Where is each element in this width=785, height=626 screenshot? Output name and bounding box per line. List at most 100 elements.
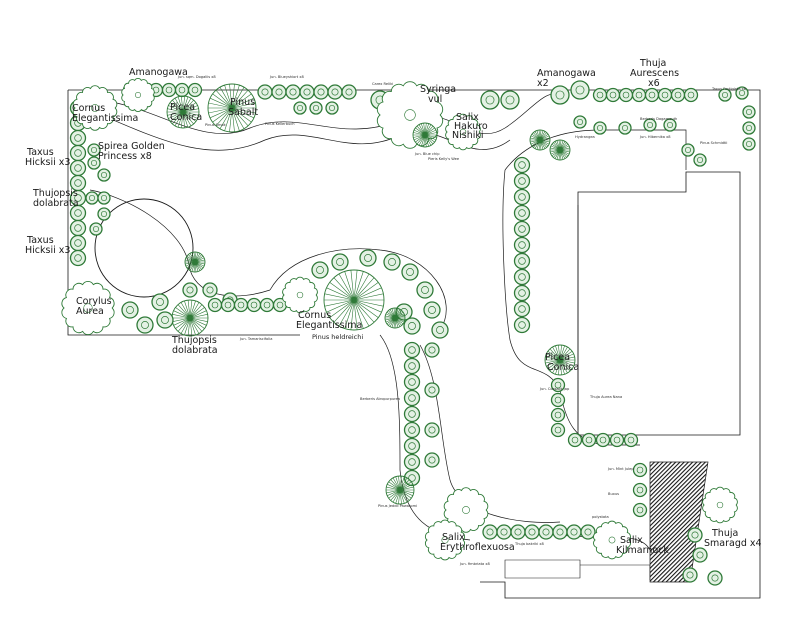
plant-top-a-4-core bbox=[178, 86, 186, 94]
bed-edge-0 bbox=[89, 93, 561, 134]
plant-left-hedge-3-core bbox=[74, 149, 82, 157]
plant-centre-arc-4-crown bbox=[401, 263, 419, 281]
plant-spirea-0 bbox=[87, 143, 101, 157]
plant-mid-column-b-1 bbox=[424, 382, 440, 398]
plant-topright-0 bbox=[718, 88, 732, 102]
plant-mid-column-b-0-crown bbox=[424, 342, 440, 358]
plant-left-bottom-0-core bbox=[156, 298, 164, 306]
bed-edge-5 bbox=[419, 344, 561, 523]
plant-left-hedge-5-core bbox=[74, 179, 82, 187]
plant-tag-6: Pieris Kelly's Wee bbox=[428, 157, 460, 161]
plant-left-bottom-b-0 bbox=[182, 282, 198, 298]
plant-right-bottom-0-crown bbox=[567, 432, 583, 448]
plant-mid-column-3-crown bbox=[403, 389, 421, 407]
plant-mid-column-6 bbox=[403, 437, 421, 455]
plant-grass-6-needles bbox=[386, 476, 414, 504]
plant-amanogawa-right-0 bbox=[480, 90, 500, 110]
plant-topright-2 bbox=[742, 105, 756, 119]
plant-right-column-1 bbox=[513, 172, 531, 190]
plant-salix-1-outline bbox=[445, 113, 481, 151]
plant-bottom-row-5-core bbox=[276, 301, 284, 309]
plant-near-hatch-2 bbox=[632, 502, 648, 518]
plant-grass-4-needles bbox=[185, 252, 205, 272]
plant-right-column-10-crown bbox=[513, 316, 531, 334]
plant-spirea-4 bbox=[97, 191, 111, 205]
plant-tag-0: Jun. sqm. Dogaliis x8 bbox=[177, 75, 216, 79]
plant-bottom-row-4-crown bbox=[259, 297, 275, 313]
label-pinus-heldreichi: Pinus heldreichi bbox=[312, 333, 363, 341]
plant-mid-column-5-core bbox=[408, 426, 416, 434]
plant-picea-2 bbox=[544, 344, 576, 376]
plant-amanogawa bbox=[121, 78, 155, 112]
plant-left-hedge-10-crown bbox=[69, 249, 87, 267]
plant-cornus-1 bbox=[72, 85, 118, 131]
plant-thujopsis-2-needles bbox=[172, 300, 208, 336]
plant-top-b-6-core bbox=[345, 88, 353, 96]
plant-picea-1 bbox=[166, 95, 200, 129]
plant-spirea-4-core bbox=[100, 194, 108, 202]
hatched-paving bbox=[649, 461, 709, 583]
plant-grass-2-rim bbox=[529, 129, 551, 151]
plant-thuja-aurescens-2-core bbox=[622, 91, 630, 99]
plant-centre-arc-1-crown bbox=[331, 253, 349, 271]
plant-amanogawa-right-0-crown bbox=[480, 90, 500, 110]
plant-bottom-bed-1 bbox=[496, 524, 512, 540]
plant-mid-column-b-3-crown bbox=[424, 452, 440, 468]
plant-top-a-5-core bbox=[191, 86, 199, 94]
plant-grass-1-needles bbox=[413, 123, 437, 147]
plant-centre-arc-9 bbox=[403, 317, 421, 335]
plot-boundary bbox=[68, 89, 761, 599]
plant-centre-arc-9-crown bbox=[403, 317, 421, 335]
plant-right-column-8-core bbox=[518, 289, 526, 297]
plant-pinus-sabalt bbox=[207, 83, 257, 133]
plant-topright-6 bbox=[693, 153, 707, 167]
plant-centre-arc-2-crown bbox=[359, 249, 377, 267]
plant-grass-3-rim bbox=[549, 139, 571, 161]
plant-top-b-0 bbox=[257, 84, 273, 100]
plant-bottom-row-1-crown bbox=[220, 297, 236, 313]
plant-topright-2-crown bbox=[742, 105, 756, 119]
plant-corylus-center bbox=[83, 303, 93, 313]
plant-bottom-row-3-core bbox=[250, 301, 258, 309]
plant-tag-14: Berberis Atropurpurea bbox=[360, 397, 400, 401]
plant-right-column-9-crown bbox=[513, 300, 531, 318]
plant-left-hedge-9 bbox=[69, 234, 87, 252]
plant-left-hedge-7-core bbox=[74, 209, 82, 217]
plant-centre-arc-7-crown bbox=[431, 321, 449, 339]
plant-left-hedge-8-crown bbox=[69, 219, 87, 237]
plant-tag-5: Jun. Blue chip bbox=[414, 152, 440, 156]
plant-salix-2-center bbox=[441, 536, 449, 544]
plant-tag-2: Pinus Smok bbox=[205, 123, 227, 127]
plant-amanogawa-right-1-core bbox=[505, 95, 515, 105]
plant-grass-2 bbox=[529, 129, 551, 151]
plant-amanogawa-right-3-crown bbox=[570, 80, 590, 100]
plant-bottom-row-3-crown bbox=[246, 297, 262, 313]
plant-topright-1-core bbox=[738, 89, 746, 97]
plant-left-hedge-3 bbox=[69, 144, 87, 162]
plant-topright-5-core bbox=[684, 146, 692, 154]
plant-left-bottom-b-1 bbox=[202, 282, 218, 298]
plant-right-column-9 bbox=[513, 300, 531, 318]
plant-left-hedge-2 bbox=[69, 129, 87, 147]
plant-mid-column-6-core bbox=[408, 442, 416, 450]
plant-thuja-aurescens-7-crown bbox=[683, 87, 699, 103]
plant-centre-arc-0-core bbox=[316, 266, 324, 274]
plant-left-bottom-0 bbox=[151, 293, 169, 311]
plant-thuja-aurescens-7 bbox=[683, 87, 699, 103]
plant-grass-2-needles bbox=[530, 130, 550, 150]
plant-right-bottom-2 bbox=[595, 432, 611, 448]
plant-cornus-2-center bbox=[296, 291, 304, 299]
plant-right-bottom-2-core bbox=[599, 436, 607, 444]
plant-mid-column-b-3-core bbox=[428, 456, 436, 464]
plant-thuja-aurescens-1-core bbox=[609, 91, 617, 99]
plant-left-bottom-2-crown bbox=[136, 316, 154, 334]
plant-centre-arc-6 bbox=[423, 301, 441, 319]
plant-mid-column-0-core bbox=[408, 346, 416, 354]
plant-centre-arc-3-crown bbox=[383, 253, 401, 271]
plant-bottom-bed-5 bbox=[552, 524, 568, 540]
label-cornus-2b: Elegantissima bbox=[296, 320, 362, 331]
plant-amanogawa-center bbox=[135, 92, 142, 99]
plant-bottom-bed-6-crown bbox=[566, 524, 582, 540]
plant-right-top-row-3-core bbox=[646, 121, 654, 129]
